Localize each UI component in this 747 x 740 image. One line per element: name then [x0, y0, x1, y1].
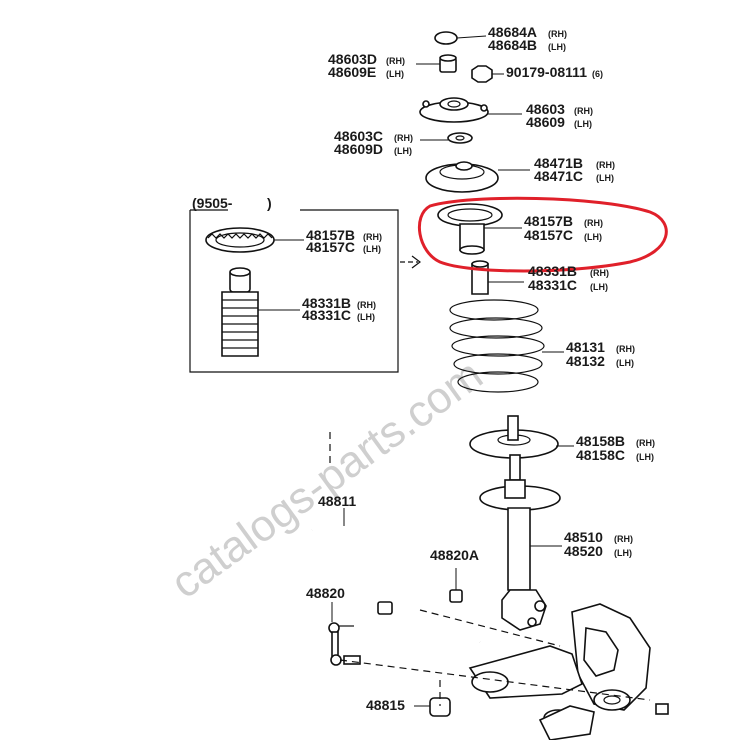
label-48131: 48131 [566, 339, 605, 355]
nut-icon [655, 703, 669, 715]
inset-side-lh-2: (LH) [357, 312, 375, 322]
label-48820a: 48820A [430, 547, 479, 563]
dashed-guide-3 [419, 609, 561, 647]
label-48603c: 48603C [334, 128, 383, 144]
side-48131: (RH) [616, 344, 635, 354]
label-48820: 48820 [306, 585, 345, 601]
side-48331b: (RH) [590, 268, 609, 278]
side-48331c: (LH) [590, 282, 608, 292]
side-48132: (LH) [616, 358, 634, 368]
side-48157b: (RH) [584, 218, 603, 228]
inset-bump-ring [205, 227, 275, 253]
label-48157b: 48157B [524, 213, 573, 229]
side-48471c: (LH) [596, 173, 614, 183]
label-48331b: 48331B [528, 263, 577, 279]
bar-bushing [414, 697, 451, 717]
stabilizer-link [328, 602, 361, 666]
flange-nut [471, 65, 504, 83]
inset-label-48331b: 48331B [302, 295, 351, 311]
washer [420, 132, 473, 144]
side-48609e: (LH) [386, 69, 404, 79]
dust-boot [471, 260, 524, 295]
side-48603d: (RH) [386, 56, 405, 66]
label-48609: 48609 [526, 114, 565, 130]
label-48609d: 48609D [334, 141, 383, 157]
coil-spring [449, 299, 564, 393]
side-48609: (LH) [574, 119, 592, 129]
strut-mount [419, 97, 522, 123]
dashed-guide-2 [339, 659, 651, 701]
bump-stop [437, 203, 522, 255]
label-48157c: 48157C [524, 227, 573, 243]
side-48157c: (LH) [584, 232, 602, 242]
label-48684a: 48684A [488, 24, 537, 40]
label-48609e: 48609E [328, 64, 376, 80]
inset-side-rh: (RH) [363, 232, 382, 242]
side-48158b: (RH) [636, 438, 655, 448]
strut-cap [434, 31, 487, 45]
strut-nut [416, 54, 457, 73]
inset-label-48157c: 48157C [306, 239, 355, 255]
side-48510: (RH) [614, 534, 633, 544]
inset-side-rh-2: (RH) [357, 300, 376, 310]
watermark: catalogs-parts.com [162, 350, 492, 608]
inset-dust-boot [221, 267, 259, 357]
side-48603: (RH) [574, 106, 593, 116]
inset-label-48331c: 48331C [302, 307, 351, 323]
label-48684b: 48684B [488, 37, 537, 53]
spring-upper-seat [425, 161, 530, 193]
side-48158c: (LH) [636, 452, 654, 462]
label-48811: 48811 [318, 493, 356, 509]
steering-knuckle [543, 603, 651, 727]
side-48471b: (RH) [596, 160, 615, 170]
highlight-ellipse [417, 196, 668, 273]
label-48603d: 48603D [328, 51, 377, 67]
label-48132: 48132 [566, 353, 605, 369]
side-90179: (6) [592, 69, 603, 79]
part-labels: 48684A (RH) 48684B (LH) 48603D (RH) 4860… [306, 24, 655, 713]
label-48331c: 48331C [528, 277, 577, 293]
bushing-bracket [377, 568, 463, 615]
label-90179: 90179-08111 [506, 64, 587, 80]
label-48603: 48603 [526, 101, 565, 117]
side-48684a: (RH) [548, 29, 567, 39]
spring-lower-seat [469, 415, 574, 459]
strut-assembly [479, 454, 562, 631]
label-48158b: 48158B [576, 433, 625, 449]
lower-control-arm [468, 645, 595, 740]
inset-code: (9505- [192, 195, 233, 211]
inset-side-lh: (LH) [363, 244, 381, 254]
side-48684b: (LH) [548, 42, 566, 52]
label-48471b: 48471B [534, 155, 583, 171]
arrow-icon [400, 255, 421, 269]
side-48603c: (RH) [394, 133, 413, 143]
side-48520: (LH) [614, 548, 632, 558]
inset-box: (9505- ) 48157B (RH) 48157C (LH) 48331B … [189, 195, 399, 373]
label-48471c: 48471C [534, 168, 583, 184]
side-48609d: (LH) [394, 146, 412, 156]
label-48510: 48510 [564, 529, 603, 545]
label-48815: 48815 [366, 697, 405, 713]
inset-label-48157b: 48157B [306, 227, 355, 243]
stabilizer-bar [311, 508, 483, 644]
label-48520: 48520 [564, 543, 603, 559]
inset-close: ) [267, 195, 272, 211]
label-48158c: 48158C [576, 447, 625, 463]
